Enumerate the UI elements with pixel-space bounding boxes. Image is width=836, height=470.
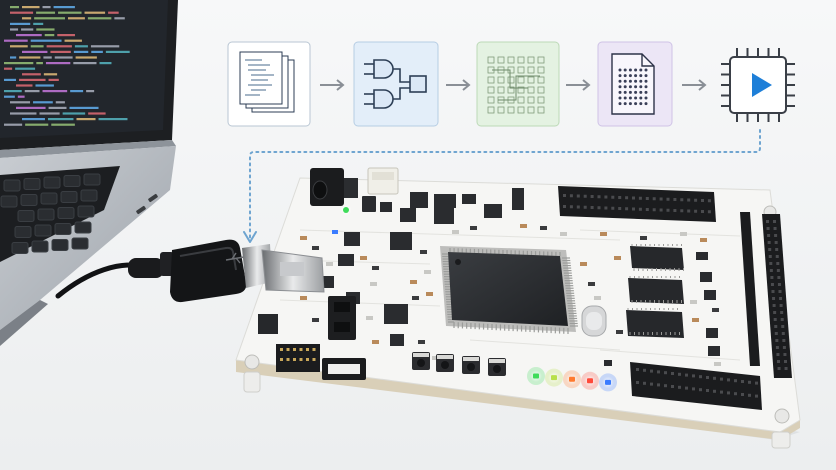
passive-component — [560, 232, 567, 236]
crystal — [581, 305, 607, 337]
user-led — [533, 373, 539, 379]
passive-component — [588, 282, 595, 286]
passive-component — [312, 246, 319, 250]
fpga-board — [235, 167, 801, 449]
flow-arrow — [320, 79, 345, 91]
terminal-block — [328, 296, 356, 340]
push-button — [436, 354, 454, 372]
keyboard-keys — [0, 173, 101, 254]
passive-component — [420, 250, 427, 254]
passive-component — [372, 266, 379, 270]
pin-header-top — [558, 186, 716, 222]
passive-component — [614, 256, 621, 260]
small-ics — [318, 188, 524, 346]
passive-component — [616, 330, 623, 334]
laptop — [0, 0, 178, 346]
jtag-header — [276, 344, 366, 380]
user-led — [569, 376, 575, 382]
passive-component — [370, 282, 377, 286]
chip-play-icon — [721, 48, 795, 122]
passive-component — [470, 226, 477, 230]
passive-component — [372, 340, 379, 344]
document-stack-icon — [227, 41, 311, 127]
logic-gates-icon — [353, 41, 439, 127]
routing-grid-icon — [476, 41, 560, 127]
memory-chip — [626, 246, 684, 338]
user-led — [587, 378, 593, 384]
passive-component — [412, 296, 419, 300]
passive-component — [300, 296, 307, 300]
power-led — [343, 207, 349, 213]
passive-component — [714, 362, 721, 366]
flow-arrow — [446, 79, 471, 91]
dotted-link — [249, 129, 761, 241]
push-button — [488, 358, 506, 376]
passive-component — [312, 318, 319, 322]
fpga-chip — [440, 246, 578, 334]
user-leds — [527, 367, 617, 392]
push-button — [462, 356, 480, 374]
usb-cable — [55, 239, 325, 303]
jst-connector — [367, 167, 399, 195]
pin-header-right — [762, 214, 792, 378]
passive-component — [426, 292, 433, 296]
passive-component — [594, 296, 601, 300]
dc-jack — [310, 168, 358, 206]
passive-component — [452, 230, 459, 234]
design-flow — [227, 41, 795, 127]
passive-component — [680, 232, 687, 236]
pin-header-bottom — [630, 362, 762, 410]
code-screen — [0, 0, 168, 138]
passive-component — [640, 236, 647, 240]
flow-arrow — [566, 79, 591, 91]
passive-component — [690, 300, 697, 304]
push-button — [412, 352, 430, 370]
passive-component — [360, 256, 367, 260]
passive-component — [580, 262, 587, 266]
passive-component — [366, 316, 373, 320]
passive-component — [410, 280, 417, 284]
passive-component — [700, 238, 707, 242]
code-lines — [4, 6, 130, 126]
flow-arrow — [682, 79, 707, 91]
user-led — [605, 379, 611, 385]
passive-component — [600, 232, 607, 236]
bitstream-file-icon — [597, 41, 673, 127]
passive-component — [424, 270, 431, 274]
play-icon — [752, 73, 772, 97]
push-buttons — [412, 352, 506, 376]
passive-component — [712, 308, 719, 312]
passive-component — [520, 224, 527, 228]
passive-component — [326, 262, 333, 266]
passive-component — [300, 236, 307, 240]
user-led — [551, 375, 557, 381]
passive-component — [432, 356, 439, 360]
passive-component — [418, 340, 425, 344]
passive-component — [540, 226, 547, 230]
passive-component — [692, 318, 699, 322]
